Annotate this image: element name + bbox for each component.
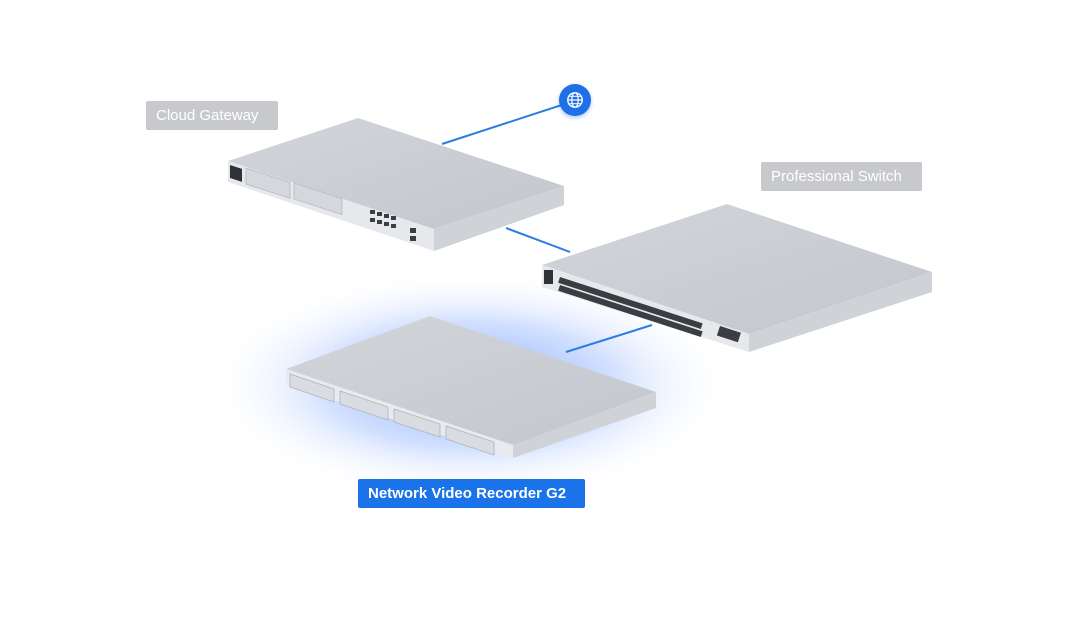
gateway-internet-link (441, 100, 575, 145)
gateway-switch-link (505, 227, 571, 253)
internet-node[interactable] (559, 84, 591, 116)
nvr-device (286, 316, 656, 458)
switch-port-array (558, 276, 741, 343)
globe-icon (567, 92, 583, 108)
professional-switch-label: Professional Switch (761, 162, 922, 191)
nvr-label[interactable]: Network Video Recorder G2 (358, 479, 585, 508)
cloud-gateway-device (228, 118, 564, 251)
switch-nvr-link (565, 324, 653, 353)
professional-switch-device (542, 204, 932, 352)
cloud-gateway-label: Cloud Gateway (146, 101, 278, 130)
